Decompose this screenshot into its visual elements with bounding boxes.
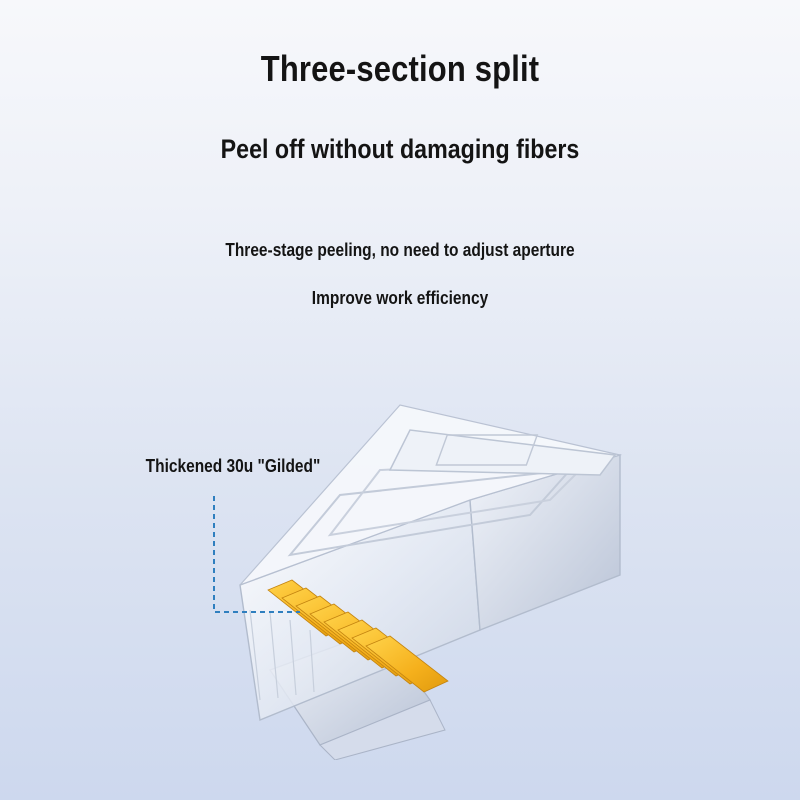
rj45-connector-icon (239, 404, 623, 760)
feature-line-peeling: Three-stage peeling, no need to adjust a… (225, 240, 575, 260)
callout-label-gilded: Thickened 30u "Gilded" (145, 456, 321, 476)
page-title: Three-section split (260, 48, 540, 89)
feature-line-efficiency: Improve work efficiency (311, 288, 489, 308)
page-subtitle: Peel off without damaging fibers (220, 134, 580, 164)
gold-contacts (267, 579, 449, 693)
